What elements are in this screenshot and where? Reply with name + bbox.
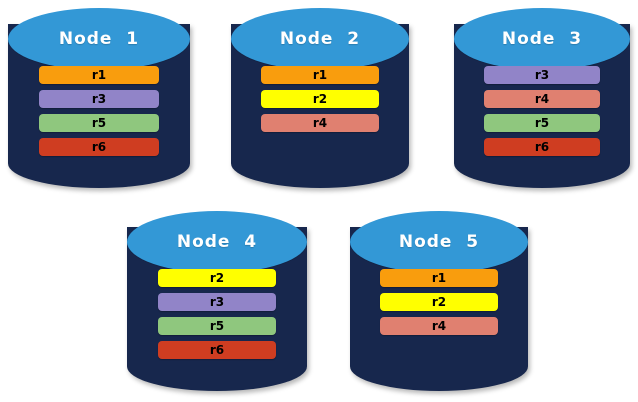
cylinder-top-ellipse (231, 8, 409, 70)
shard-bar-r2[interactable]: r2 (157, 269, 277, 287)
shard-bar-r1[interactable]: r1 (261, 66, 379, 84)
shard-bar-r3[interactable]: r3 (157, 293, 277, 311)
shard-bar-r5[interactable]: r5 (157, 317, 277, 335)
shard-bar-r1[interactable]: r1 (38, 66, 160, 84)
shard-list: r3 r4 r5 r6 (454, 66, 630, 156)
shard-bar-r5[interactable]: r5 (38, 114, 160, 132)
shard-bar-r4[interactable]: r4 (261, 114, 379, 132)
cylinder-top-ellipse (8, 8, 190, 70)
shard-bar-r5[interactable]: r5 (483, 114, 601, 132)
shard-bar-r3[interactable]: r3 (38, 90, 160, 108)
shard-bar-r2[interactable]: r2 (380, 293, 498, 311)
shard-bar-r4[interactable]: r4 (483, 90, 601, 108)
shard-bar-r3[interactable]: r3 (483, 66, 601, 84)
cylinder-top-ellipse (454, 8, 630, 70)
shard-list: r1 r2 r4 (350, 269, 528, 335)
shard-list: r1 r2 r4 (231, 66, 409, 132)
cylinder-icon (231, 8, 409, 188)
shard-list: r2 r3 r5 r6 (127, 269, 307, 359)
cylinder-top-ellipse (127, 211, 307, 273)
shard-bar-r4[interactable]: r4 (380, 317, 498, 335)
shard-bar-r6[interactable]: r6 (483, 138, 601, 156)
shard-bar-r6[interactable]: r6 (38, 138, 160, 156)
cylinder-icon (127, 211, 307, 391)
shard-bar-r1[interactable]: r1 (380, 269, 498, 287)
shard-list: r1 r3 r5 r6 (8, 66, 190, 156)
cylinder-icon (8, 8, 190, 188)
shard-bar-r2[interactable]: r2 (261, 90, 379, 108)
shard-bar-r6[interactable]: r6 (157, 341, 277, 359)
cylinder-top-ellipse (350, 211, 528, 273)
